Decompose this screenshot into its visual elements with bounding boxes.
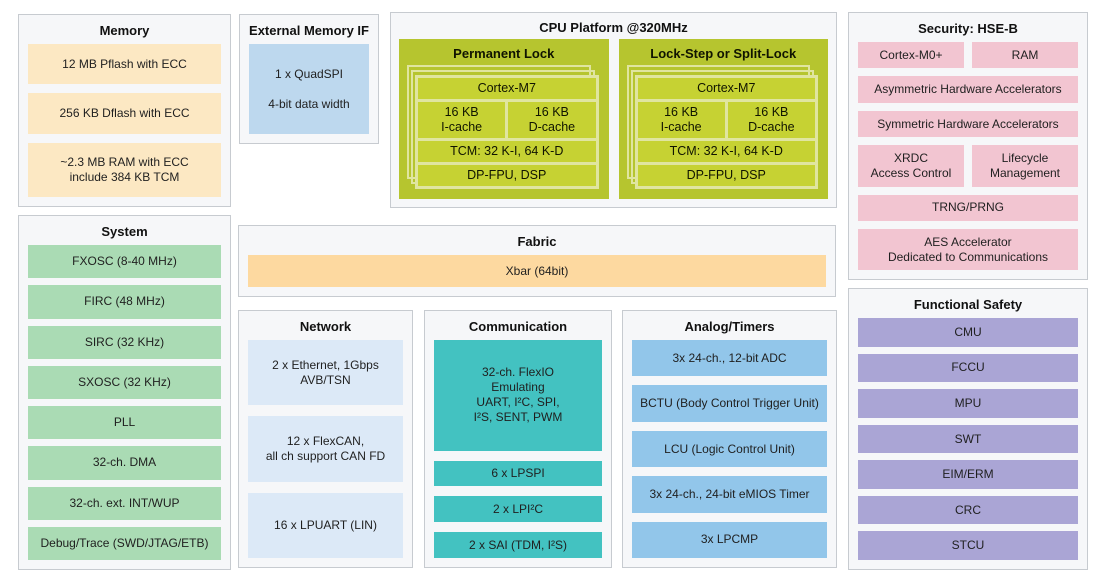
- system-block-fxosc: FXOSC (8-40 MHz): [28, 245, 221, 279]
- network-items: 2 x Ethernet, 1Gbps AVB/TSN 12 x FlexCAN…: [248, 340, 403, 558]
- security-block-lifecycle: Lifecycle Management: [972, 145, 1078, 187]
- security-row: Symmetric Hardware Accelerators: [858, 110, 1078, 138]
- security-block-cortex-m0: Cortex-M0+: [858, 42, 964, 69]
- network-title: Network: [299, 319, 352, 334]
- communication-block-lpi2c: 2 x LPI²C: [434, 496, 602, 523]
- communication-items: 32-ch. FlexIO Emulating UART, I²C, SPI, …: [434, 340, 602, 558]
- cpu-cluster-lockstep: Lock-Step or Split-Lock Cortex-M7 16 KB …: [618, 39, 828, 199]
- security-block-asym-accel: Asymmetric Hardware Accelerators: [858, 76, 1078, 103]
- security-row: Cortex-M0+ RAM: [858, 42, 1078, 69]
- icache-block: 16 KB I-cache: [637, 102, 725, 138]
- functional-safety-items: CMU FCCU MPU SWT EIM/ERM CRC STCU: [858, 318, 1078, 561]
- system-block-pll: PLL: [28, 406, 221, 440]
- external-memory-items: 1 x QuadSPI 4-bit data width: [249, 44, 369, 134]
- safety-block-swt: SWT: [858, 424, 1078, 454]
- fpu-block: DP-FPU, DSP: [418, 164, 596, 186]
- cache-row: 16 KB I-cache 16 KB D-cache: [637, 102, 815, 138]
- network-block-lpuart: 16 x LPUART (LIN): [248, 492, 403, 558]
- system-block-firc: FIRC (48 MHz): [28, 285, 221, 319]
- memory-items: 12 MB Pflash with ECC 256 KB Dflash with…: [28, 44, 221, 197]
- security-block-trng: TRNG/PRNG: [858, 194, 1078, 221]
- permanent-lock-card: Cortex-M7 16 KB I-cache 16 KB D-cache TC…: [415, 75, 599, 189]
- safety-block-eimerm: EIM/ERM: [858, 460, 1078, 489]
- system-items: FXOSC (8-40 MHz) FIRC (48 MHz) SIRC (32 …: [28, 245, 221, 560]
- cpu-platform-panel: CPU Platform @320MHz Permanent Lock Cort…: [390, 12, 837, 208]
- security-row: TRNG/PRNG: [858, 194, 1078, 221]
- dcache-block: 16 KB D-cache: [508, 102, 596, 138]
- memory-block-ram: ~2.3 MB RAM with ECC include 384 KB TCM: [28, 142, 221, 197]
- memory-block-dflash: 256 KB Dflash with ECC: [28, 93, 221, 134]
- security-row: Asymmetric Hardware Accelerators: [858, 76, 1078, 103]
- analog-block-bctu: BCTU (Body Control Trigger Unit): [632, 385, 827, 422]
- memory-panel: Memory 12 MB Pflash with ECC 256 KB Dfla…: [18, 14, 231, 207]
- communication-block-flexio: 32-ch. FlexIO Emulating UART, I²C, SPI, …: [434, 340, 602, 451]
- cpu-platform-title: CPU Platform @320MHz: [539, 20, 688, 35]
- network-block-flexcan: 12 x FlexCAN, all ch support CAN FD: [248, 416, 403, 482]
- external-memory-panel: External Memory IF 1 x QuadSPI 4-bit dat…: [239, 14, 379, 144]
- security-block-xrdc: XRDC Access Control: [858, 145, 964, 187]
- icache-block: 16 KB I-cache: [418, 102, 506, 138]
- system-block-intwup: 32-ch. ext. INT/WUP: [28, 486, 221, 520]
- network-block-ethernet: 2 x Ethernet, 1Gbps AVB/TSN: [248, 340, 403, 406]
- network-panel: Network 2 x Ethernet, 1Gbps AVB/TSN 12 x…: [238, 310, 413, 568]
- dcache-block: 16 KB D-cache: [727, 102, 815, 138]
- permanent-lock-stack: Cortex-M7 16 KB I-cache 16 KB D-cache TC…: [407, 65, 599, 189]
- communication-block-sai: 2 x SAI (TDM, I²S): [434, 532, 602, 558]
- fpu-block: DP-FPU, DSP: [637, 164, 815, 186]
- analog-block-adc: 3x 24-ch., 12-bit ADC: [632, 340, 827, 377]
- functional-safety-title: Functional Safety: [913, 297, 1023, 312]
- security-panel: Security: HSE-B Cortex-M0+ RAM Asymmetri…: [848, 12, 1088, 280]
- fabric-block-xbar: Xbar (64bit): [248, 255, 826, 287]
- analog-timers-panel: Analog/Timers 3x 24-ch., 12-bit ADC BCTU…: [622, 310, 837, 568]
- cpu-core-block: Cortex-M7: [418, 78, 596, 100]
- security-block-ram: RAM: [972, 42, 1078, 69]
- lockstep-card: Cortex-M7 16 KB I-cache 16 KB D-cache TC…: [634, 75, 818, 189]
- analog-block-lpcmp: 3x LPCMP: [632, 521, 827, 559]
- security-block-sym-accel: Symmetric Hardware Accelerators: [858, 110, 1078, 138]
- external-memory-block-quadspi: 1 x QuadSPI 4-bit data width: [249, 44, 369, 134]
- fabric-title: Fabric: [517, 234, 557, 249]
- safety-block-stcu: STCU: [858, 531, 1078, 561]
- analog-timers-title: Analog/Timers: [684, 319, 775, 334]
- security-block-aes: AES Accelerator Dedicated to Communicati…: [858, 228, 1078, 271]
- external-memory-title: External Memory IF: [249, 23, 369, 38]
- system-panel: System FXOSC (8-40 MHz) FIRC (48 MHz) SI…: [18, 215, 231, 570]
- tcm-block: TCM: 32 K-I, 64 K-D: [418, 140, 596, 162]
- fabric-panel: Fabric Xbar (64bit): [238, 225, 836, 297]
- memory-title: Memory: [99, 23, 150, 38]
- security-items: Cortex-M0+ RAM Asymmetric Hardware Accel…: [858, 42, 1078, 271]
- memory-block-pflash: 12 MB Pflash with ECC: [28, 44, 221, 85]
- safety-block-fccu: FCCU: [858, 353, 1078, 383]
- cpu-clusters: Permanent Lock Cortex-M7 16 KB I-cache 1…: [399, 39, 828, 199]
- system-block-debug: Debug/Trace (SWD/JTAG/ETB): [28, 526, 221, 560]
- communication-title: Communication: [468, 319, 568, 334]
- analog-block-lcu: LCU (Logic Control Unit): [632, 430, 827, 468]
- system-block-sirc: SIRC (32 KHz): [28, 325, 221, 359]
- fabric-items: Xbar (64bit): [248, 255, 826, 287]
- communication-block-lpspi: 6 x LPSPI: [434, 460, 602, 487]
- system-title: System: [101, 224, 148, 239]
- system-block-dma: 32-ch. DMA: [28, 446, 221, 480]
- lockstep-title: Lock-Step or Split-Lock: [650, 46, 797, 61]
- security-row: AES Accelerator Dedicated to Communicati…: [858, 228, 1078, 271]
- safety-block-mpu: MPU: [858, 389, 1078, 418]
- security-row: XRDC Access Control Lifecycle Management: [858, 145, 1078, 187]
- lockstep-stack: Cortex-M7 16 KB I-cache 16 KB D-cache TC…: [626, 65, 818, 189]
- security-title: Security: HSE-B: [918, 21, 1018, 36]
- analog-block-emios: 3x 24-ch., 24-bit eMIOS Timer: [632, 476, 827, 513]
- safety-block-cmu: CMU: [858, 318, 1078, 347]
- tcm-block: TCM: 32 K-I, 64 K-D: [637, 140, 815, 162]
- analog-timers-items: 3x 24-ch., 12-bit ADC BCTU (Body Control…: [632, 340, 827, 559]
- communication-panel: Communication 32-ch. FlexIO Emulating UA…: [424, 310, 612, 568]
- cpu-cluster-permanent-lock: Permanent Lock Cortex-M7 16 KB I-cache 1…: [399, 39, 609, 199]
- cpu-core-block: Cortex-M7: [637, 78, 815, 100]
- cache-row: 16 KB I-cache 16 KB D-cache: [418, 102, 596, 138]
- permanent-lock-title: Permanent Lock: [453, 46, 555, 61]
- functional-safety-panel: Functional Safety CMU FCCU MPU SWT EIM/E…: [848, 288, 1088, 570]
- safety-block-crc: CRC: [858, 495, 1078, 525]
- system-block-sxosc: SXOSC (32 KHz): [28, 365, 221, 399]
